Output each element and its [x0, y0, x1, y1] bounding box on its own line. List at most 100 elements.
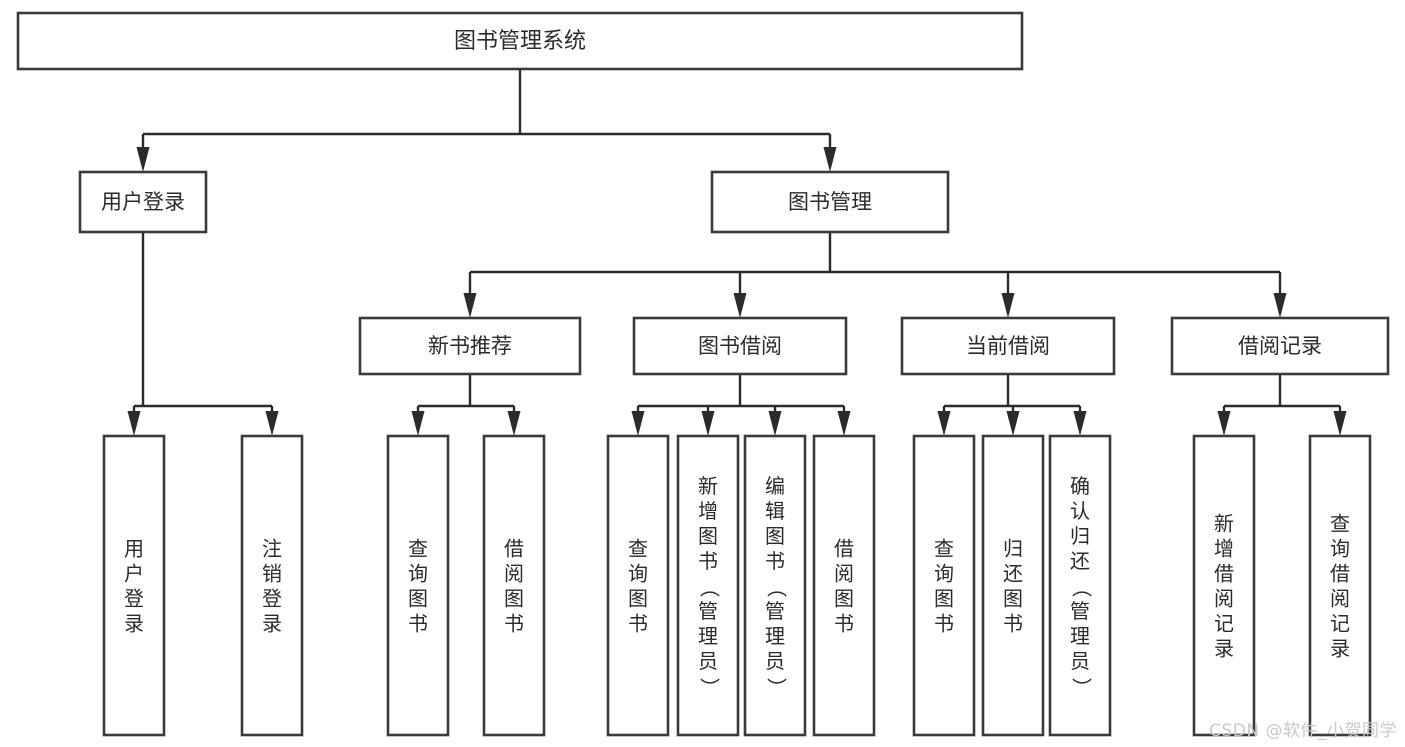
arrow-head-down [1001, 293, 1015, 318]
connector-group-图书管理系统 [136, 69, 837, 172]
node-level3-当前借阅[interactable]: 当前借阅 [900, 316, 1116, 376]
node-label-char: 新 [698, 474, 718, 498]
node-box-rect [1308, 434, 1372, 737]
node-box-rect [78, 170, 208, 234]
arrow-head-down [1073, 411, 1087, 436]
node-label-char: 借 [834, 537, 854, 561]
node-root-图书管理系统[interactable]: 图书管理系统 [16, 11, 1024, 71]
node-label-char: 还 [1070, 549, 1090, 573]
node-box-rect [606, 434, 670, 737]
node-label: 新书推荐 [428, 334, 512, 358]
node-leaf-用户登录[interactable]: 用户登录 [102, 434, 166, 737]
arrow-head-down [837, 411, 851, 436]
arrow-head-down [463, 293, 477, 318]
node-label-char: 增 [698, 499, 718, 523]
connector-group-用户登录 [127, 232, 279, 436]
arrow-head-down [768, 411, 782, 436]
node-level3-借阅记录[interactable]: 借阅记录 [1170, 316, 1390, 376]
node-level3-图书借阅[interactable]: 图书借阅 [632, 316, 848, 376]
node-label-char: 书 [1003, 612, 1023, 636]
node-label-char: 书 [408, 612, 428, 636]
node-box-rect [743, 434, 807, 737]
node-label-char: 登 [124, 587, 144, 611]
node-label-char: 询 [1330, 537, 1350, 561]
node-label: 用户登录 [101, 190, 185, 214]
node-label-char: 借 [1214, 562, 1234, 586]
connector-group-新书推荐 [411, 374, 521, 436]
node-label-char: 管 [765, 599, 785, 623]
node-label-char: 询 [934, 562, 954, 586]
node-label-char: 登 [262, 587, 282, 611]
node-label-char: 录 [262, 612, 282, 636]
arrow-head-down [701, 411, 715, 436]
node-label-char: ） [765, 678, 789, 698]
node-label-char: 记 [1214, 612, 1234, 636]
node-box-rect [1170, 316, 1390, 376]
node-label-char: 阅 [504, 562, 524, 586]
node-box-rect [676, 434, 740, 737]
arrow-head-down [1006, 411, 1020, 436]
node-label-char: 借 [504, 537, 524, 561]
node-label-char: 认 [1070, 499, 1090, 523]
node-label-char: （ [698, 578, 722, 598]
node-label-char: 图 [1003, 587, 1023, 611]
node-label-char: 图 [628, 587, 648, 611]
node-label: 图书管理系统 [454, 29, 586, 54]
node-label-char: ） [1070, 678, 1094, 698]
arrow-head-down [265, 411, 279, 436]
connector-group-图书管理 [463, 232, 1287, 318]
node-level2-图书管理[interactable]: 图书管理 [710, 170, 950, 234]
node-label-char: 询 [628, 562, 648, 586]
connector-group-当前借阅 [937, 374, 1087, 436]
node-label-char: 理 [765, 624, 785, 648]
node-label-char: 阅 [1214, 587, 1234, 611]
node-label-char: 户 [124, 562, 144, 586]
node-label-char: 图 [408, 587, 428, 611]
node-label: 借阅记录 [1238, 334, 1322, 358]
node-label-char: 增 [1214, 537, 1234, 561]
node-label-char: 查 [934, 537, 954, 561]
node-label-char: 新 [1214, 512, 1234, 536]
node-level3-新书推荐[interactable]: 新书推荐 [358, 316, 582, 376]
node-box-rect [710, 170, 950, 234]
node-box-rect [16, 11, 1024, 71]
node-label-char: 录 [1330, 637, 1350, 661]
node-level2-用户登录[interactable]: 用户登录 [78, 170, 208, 234]
node-box-rect [482, 434, 546, 737]
node-label-char: 录 [124, 612, 144, 636]
node-label-char: 理 [698, 624, 718, 648]
node-label-char: 书 [834, 612, 854, 636]
arrow-head-down [1273, 293, 1287, 318]
node-label-char: 图 [698, 524, 718, 548]
node-label-char: 用 [124, 537, 144, 561]
node-label-char: 确 [1070, 474, 1090, 498]
node-label: 图书借阅 [698, 334, 782, 358]
arrow-head-down [733, 293, 747, 318]
node-label-char: 管 [698, 599, 718, 623]
node-label-char: 记 [1330, 612, 1350, 636]
node-label-char: 询 [408, 562, 428, 586]
node-label-char: 查 [1330, 512, 1350, 536]
node-box-rect [240, 434, 304, 737]
